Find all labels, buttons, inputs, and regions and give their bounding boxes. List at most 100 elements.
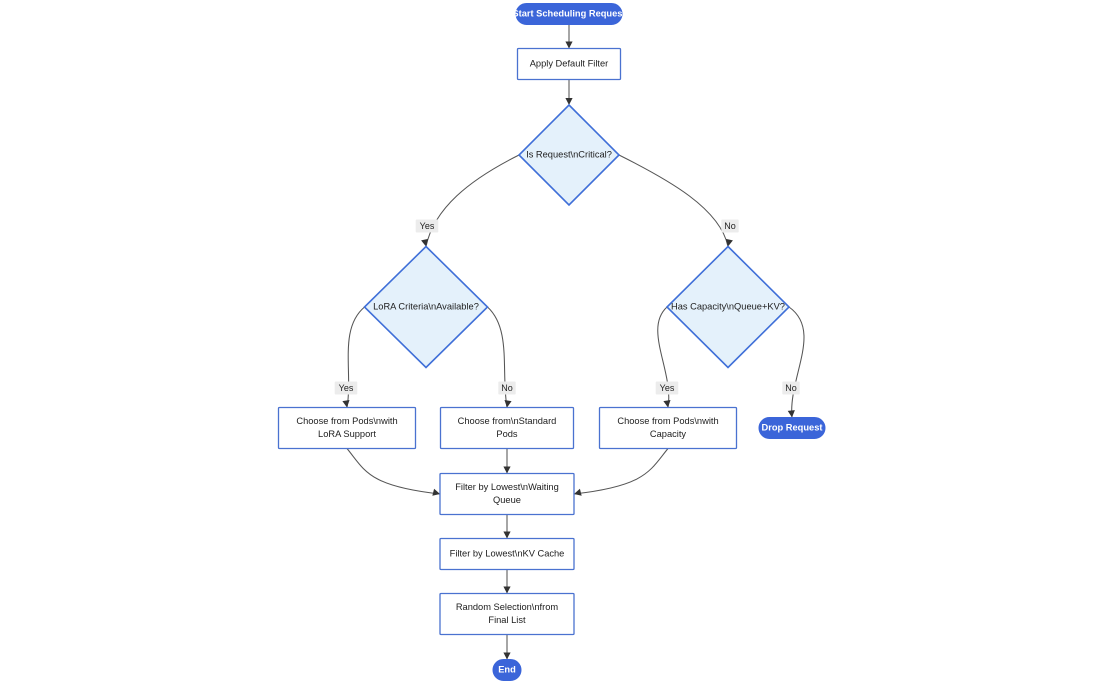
edge-label-text: No [501, 383, 513, 393]
edge-arrowhead [787, 410, 795, 418]
node-label-start: Start Scheduling Request [512, 8, 625, 18]
node-label-filter_kv_cache: Filter by Lowest\nKV Cache [450, 548, 565, 558]
edge-arrowhead [503, 466, 511, 474]
edge-label-background [782, 381, 800, 395]
edge-e-random-end [503, 634, 511, 660]
edge-label-text: Yes [660, 383, 675, 393]
node-label-has_capacity: Has Capacity\nQueue+KV? [671, 301, 785, 311]
edge-label-e-critical-lora: Yes [415, 219, 439, 233]
edge-e-capacityPods-queue [573, 448, 669, 496]
edge-label-e-lora-loraPods: Yes [334, 381, 358, 395]
edge-line [788, 306, 805, 418]
edge-e-lora-standardPods [487, 306, 512, 408]
edge-line [618, 154, 729, 247]
node-label-choose_standard_pods: Choose from\nStandard [458, 416, 557, 426]
edge-line [346, 306, 365, 408]
node-shape-rect [277, 406, 417, 450]
edge-arrowhead [565, 98, 573, 105]
edge-e-standardPods-queue [503, 448, 511, 474]
edge-label-background [655, 381, 679, 395]
edge-arrowhead [503, 531, 511, 539]
node-shape-diamond [363, 245, 489, 369]
edge-arrowhead [503, 586, 511, 594]
edge-line [573, 448, 669, 495]
node-lora_criteria_available[interactable]: LoRA Criteria\nAvailable? [363, 245, 489, 369]
edge-line [346, 448, 441, 495]
edge-label-e-lora-standardPods: No [498, 381, 516, 395]
node-label-filter_waiting_queue: Queue [493, 495, 521, 505]
edge-e-capacity-drop [787, 306, 805, 418]
edge-label-background [721, 219, 739, 233]
edge-e-loraPods-queue [346, 448, 441, 496]
edge-e-critical-lora [421, 154, 520, 247]
edge-arrowhead [663, 400, 671, 408]
node-end[interactable]: End [492, 659, 522, 681]
edge-arrowhead [421, 238, 429, 247]
node-shape-rect [516, 47, 622, 81]
edge-label-e-critical-capacity: No [721, 219, 739, 233]
node-shape-rect [598, 406, 738, 450]
edge-e-queue-kv [503, 514, 511, 539]
node-apply_default_filter[interactable]: Apply Default Filter [516, 47, 622, 81]
node-label-lora_criteria_available: LoRA Criteria\nAvailable? [373, 301, 479, 311]
node-start[interactable]: Start Scheduling Request [512, 3, 626, 25]
node-label-apply_default_filter: Apply Default Filter [530, 58, 609, 68]
edge-line [487, 306, 508, 408]
node-has_capacity[interactable]: Has Capacity\nQueue+KV? [665, 245, 791, 369]
edge-label-text: Yes [339, 383, 354, 393]
edge-arrowhead [565, 41, 573, 49]
edge-e-critical-capacity [618, 154, 733, 247]
node-label-drop_request: Drop Request [762, 422, 823, 432]
edge-arrowhead [432, 488, 440, 496]
node-shape-pill [515, 3, 623, 25]
node-shape-rect [439, 592, 575, 636]
edge-line [657, 306, 670, 408]
node-label-random_selection: Final List [488, 615, 526, 625]
node-shape-pill [492, 659, 522, 681]
edge-e-lora-loraPods [342, 306, 365, 408]
node-shape-rect [439, 537, 575, 571]
node-shape-diamond [517, 103, 621, 207]
edge-label-text: No [785, 383, 797, 393]
node-label-filter_waiting_queue: Filter by Lowest\nWaiting [455, 482, 559, 492]
node-shape-diamond [665, 245, 791, 369]
edge-label-e-capacity-capacityPods: Yes [655, 381, 679, 395]
node-label-choose_pods_capacity: Choose from Pods\nwith [617, 416, 718, 426]
edge-e-apply-critical [565, 79, 573, 105]
node-drop_request[interactable]: Drop Request [758, 417, 826, 439]
edge-label-background [415, 219, 439, 233]
edge-e-capacity-capacityPods [657, 306, 671, 408]
edge-arrowhead [503, 652, 511, 660]
edge-e-kv-random [503, 569, 511, 594]
edge-layer [342, 24, 805, 660]
node-shape-rect [439, 406, 575, 450]
node-label-is_request_critical: Is Request\nCritical? [526, 149, 612, 159]
edge-arrowhead [725, 238, 733, 247]
node-label-random_selection: Random Selection\nfrom [456, 602, 559, 612]
edge-arrowhead [574, 488, 582, 496]
node-shape-rect [439, 472, 575, 516]
edge-label-e-capacity-drop: No [782, 381, 800, 395]
edge-label-background [334, 381, 358, 395]
node-filter_kv_cache[interactable]: Filter by Lowest\nKV Cache [439, 537, 575, 571]
node-label-choose_standard_pods: Pods [496, 429, 518, 439]
edge-arrowhead [342, 400, 350, 408]
node-label-choose_pods_lora: LoRA Support [318, 429, 376, 439]
node-label-choose_pods_lora: Choose from Pods\nwith [296, 416, 397, 426]
edge-e-start-apply [565, 24, 573, 49]
node-label-end: End [498, 664, 516, 674]
node-label-choose_pods_capacity: Capacity [650, 429, 687, 439]
edge-label-background [498, 381, 516, 395]
node-is_request_critical[interactable]: Is Request\nCritical? [517, 103, 621, 207]
edge-arrowhead [504, 400, 512, 408]
edge-label-text: Yes [420, 221, 435, 231]
